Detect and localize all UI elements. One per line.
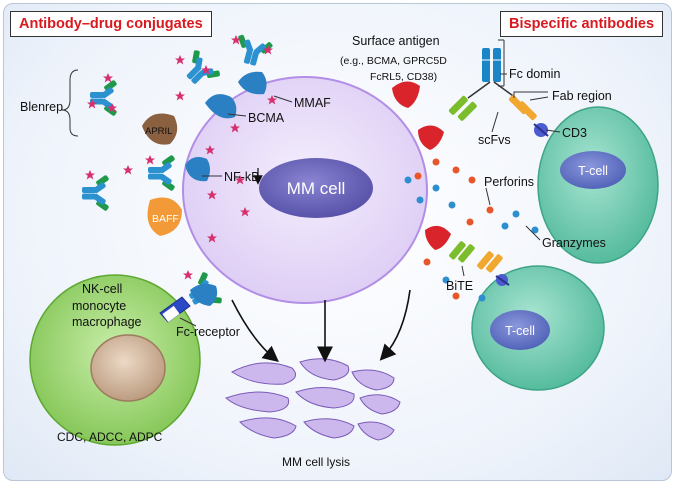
t-cell-top-label: T-cell [578, 164, 608, 178]
bite-label: BiTE [446, 279, 473, 293]
bcma-receptor-icon [185, 157, 210, 182]
perforin-granzyme-dots [404, 158, 539, 302]
bcma-receptor-icon [190, 283, 218, 306]
april-ligand-icon [142, 113, 178, 145]
arrow-adc-to-lysis [231, 299, 279, 363]
payload-icon [145, 155, 155, 165]
bcma-receptor-icon [205, 94, 237, 119]
fc-receptor-label: Fc-receptor [176, 325, 240, 339]
scfvs-label: scFvs [478, 133, 511, 147]
lysis-fragments [225, 358, 401, 441]
adc-antibody-icon [177, 47, 223, 94]
surface-antigen-icon [418, 125, 444, 150]
antigen-examples-line2: FcRL5, CD38) [370, 71, 437, 83]
mmaf-label: MMAF [294, 96, 331, 110]
antigen-examples-line1: (e.g., BCMA, GPRC5D [340, 55, 447, 67]
mm-cell-label: MM cell [287, 179, 346, 198]
bispecific-header: Bispecific antibodies [500, 11, 664, 37]
fc-receptor-icon [159, 296, 191, 323]
nk-cell-label-line1: NK-cell [82, 282, 122, 296]
payload-icon [183, 270, 193, 280]
adc-header: Antibody–drug conjugates [10, 11, 212, 37]
fc-domain-label: Fc domin [509, 67, 560, 81]
surface-antigen-label: Surface antigen [352, 34, 440, 48]
t-cell-bottom-nucleus [490, 310, 550, 350]
cd3-label: CD3 [562, 126, 587, 140]
payload-icon [85, 170, 95, 180]
bcma-receptor-icon [238, 71, 267, 95]
payload-icon [175, 91, 185, 101]
bispecific-antibody-icon [448, 48, 549, 137]
nk-cell-label-line3: macrophage [72, 315, 142, 329]
arrow-bispecific-to-lysis [379, 289, 411, 361]
nfkb-label: NF-kB [224, 170, 259, 184]
payload-icon [123, 165, 133, 175]
nk-cell-label-line2: monocyte [72, 299, 126, 313]
blenrep-label: Blenrep [20, 100, 63, 114]
surface-antigen-icon [425, 225, 451, 250]
t-cell-top-nucleus [560, 151, 626, 189]
perforins-label: Perforins [484, 175, 534, 189]
granzymes-label: Granzymes [542, 236, 606, 250]
payload-icon [103, 73, 113, 83]
t-cell-bottom-label: T-cell [505, 324, 535, 338]
bite-icon [449, 241, 510, 286]
nk-cell-nucleus [90, 334, 166, 402]
bcma-label: BCMA [248, 111, 285, 125]
payload-icon [175, 55, 185, 65]
surface-antigen-icon [392, 81, 420, 108]
free-antibody-icon [82, 174, 110, 212]
mechanisms-label: CDC, ADCC, ADPC [57, 430, 163, 444]
baff-ligand-icon [147, 197, 182, 236]
mm-cell-nucleus [259, 158, 373, 218]
fab-region-label: Fab region [552, 89, 612, 103]
april-label: APRIL [145, 126, 172, 137]
baff-label: BAFF [152, 213, 179, 225]
leader-lines [61, 39, 561, 327]
lysis-label: MM cell lysis [282, 455, 350, 469]
